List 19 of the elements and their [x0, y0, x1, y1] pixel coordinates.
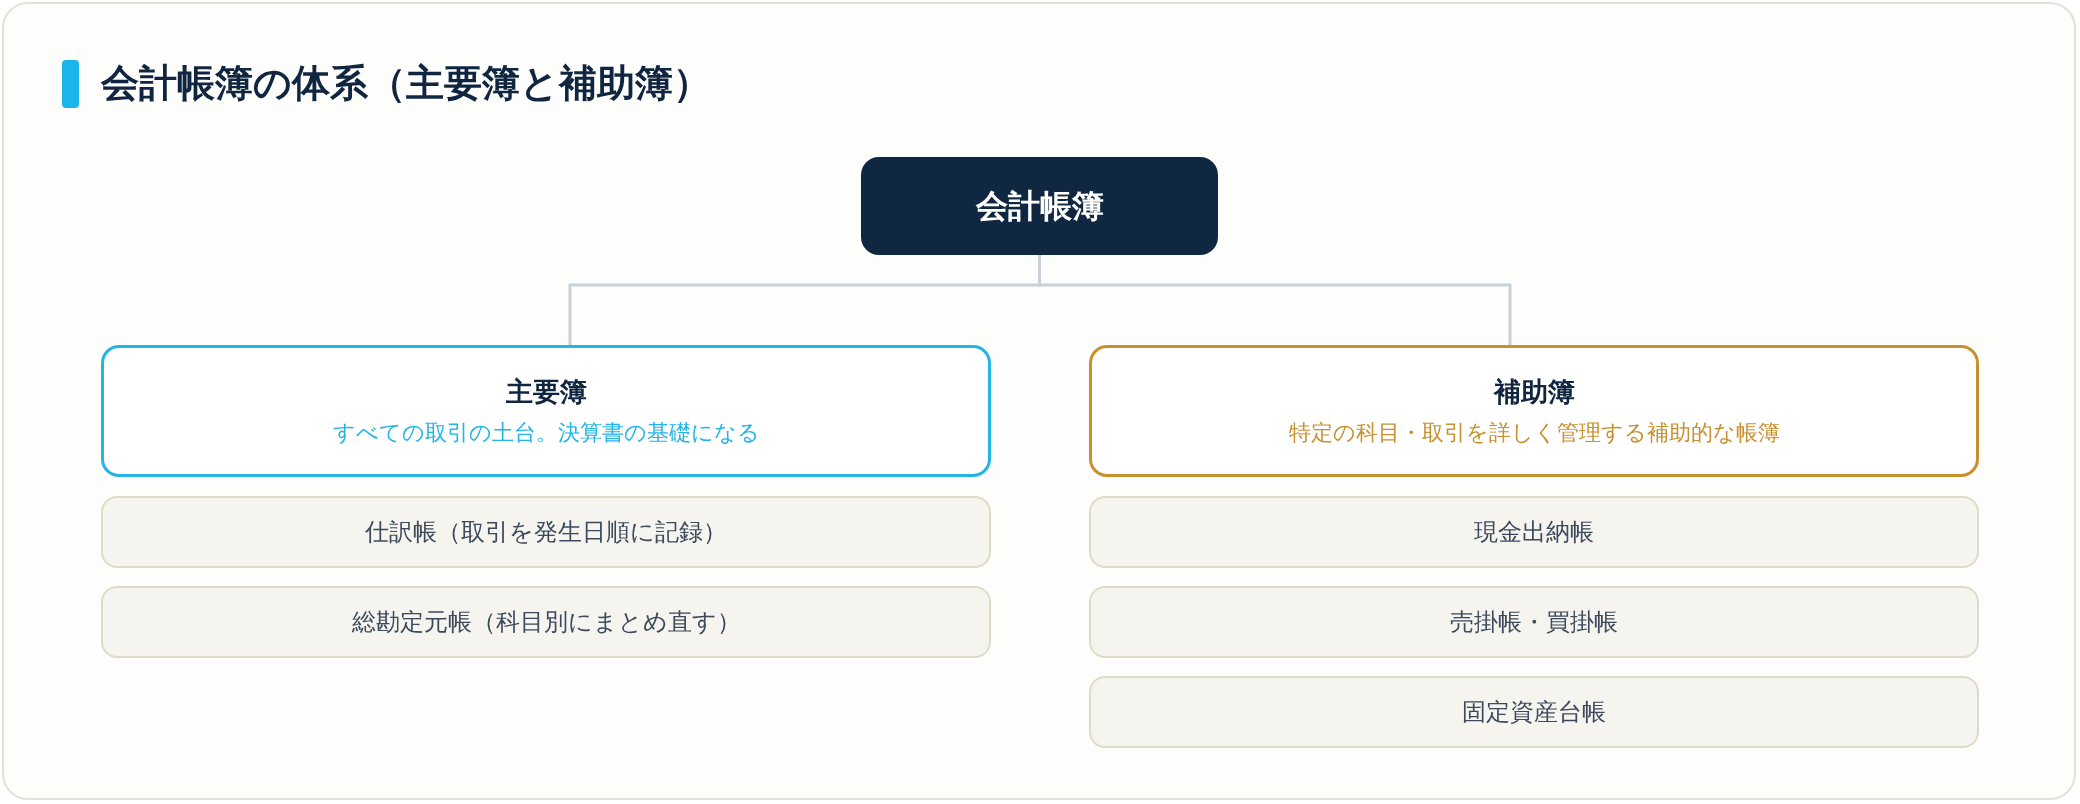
ledger-box [1089, 586, 1979, 658]
ledger-box [1089, 676, 1979, 748]
category-box [101, 345, 991, 477]
ledger-label: 売掛帳・買掛帳 [1450, 607, 1618, 637]
root-box [861, 157, 1218, 255]
ledger-box [101, 496, 991, 568]
ledger-box [101, 586, 991, 658]
diagram-title: 会計帳簿の体系（主要簿と補助簿） [101, 61, 711, 107]
category-heading: 補助簿 [1493, 375, 1575, 410]
category-description: すべての取引の土台。決算書の基礎になる [332, 419, 760, 447]
ledger-box [1089, 496, 1979, 568]
ledger-label: 総勘定元帳（科目別にまとめ直す） [351, 607, 741, 637]
ledger-label: 現金出納帳 [1474, 517, 1594, 547]
category-box [1089, 345, 1979, 477]
box-label: 会計帳簿 [975, 186, 1104, 226]
ledger-label: 固定資産台帳 [1462, 697, 1606, 727]
category-description: 特定の科目・取引を詳しく管理する補助的な帳簿 [1288, 419, 1780, 447]
ledger-label: 仕訳帳（取引を発生日順に記録） [365, 517, 727, 547]
category-heading: 主要簿 [505, 375, 587, 410]
